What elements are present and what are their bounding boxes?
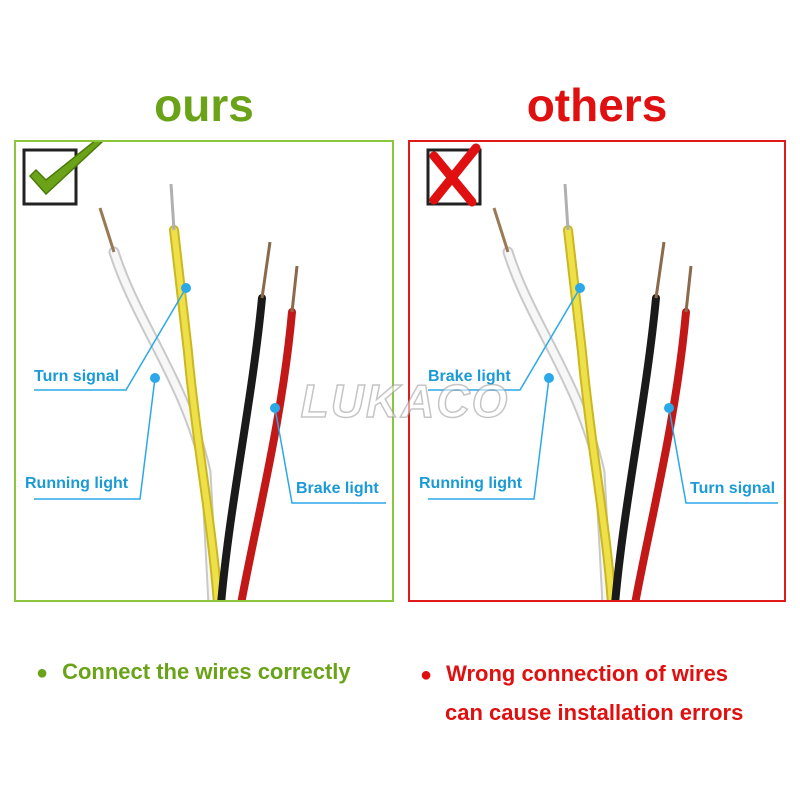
brake-light-dot (575, 283, 585, 293)
running-light-dot (544, 373, 554, 383)
ours-note: ● Connect the wires correctly (36, 653, 351, 692)
ours-panel: Turn signal Running light Brake light (14, 140, 394, 602)
label-brake-light: Brake light (296, 480, 379, 498)
ours-heading: ours (14, 78, 394, 132)
others-note: ● Wrong connection of wires can cause ins… (420, 655, 743, 732)
turn-signal-dot (664, 403, 674, 413)
others-note-line1: Wrong connection of wires (446, 661, 728, 686)
brand-watermark: LUKACO (280, 374, 530, 428)
red-wire (635, 266, 691, 602)
turn-signal-dot (181, 283, 191, 293)
bullet-icon: ● (36, 662, 48, 684)
others-heading: others (408, 78, 786, 132)
label-running-light: Running light (419, 475, 522, 493)
brake-light-dot (270, 403, 280, 413)
ours-note-text: Connect the wires correctly (62, 659, 351, 684)
red-wire (241, 266, 297, 602)
label-running-light: Running light (25, 475, 128, 493)
check-mark-icon (24, 142, 102, 204)
black-wire (221, 242, 270, 602)
label-turn-signal: Turn signal (34, 368, 119, 386)
running-light-dot (150, 373, 160, 383)
x-mark-icon (428, 148, 480, 204)
bullet-icon: ● (420, 664, 432, 686)
black-wire (615, 242, 664, 602)
others-note-line2: can cause installation errors (445, 700, 743, 725)
label-turn-signal: Turn signal (690, 480, 775, 498)
others-panel: Brake light Running light Turn signal (408, 140, 786, 602)
